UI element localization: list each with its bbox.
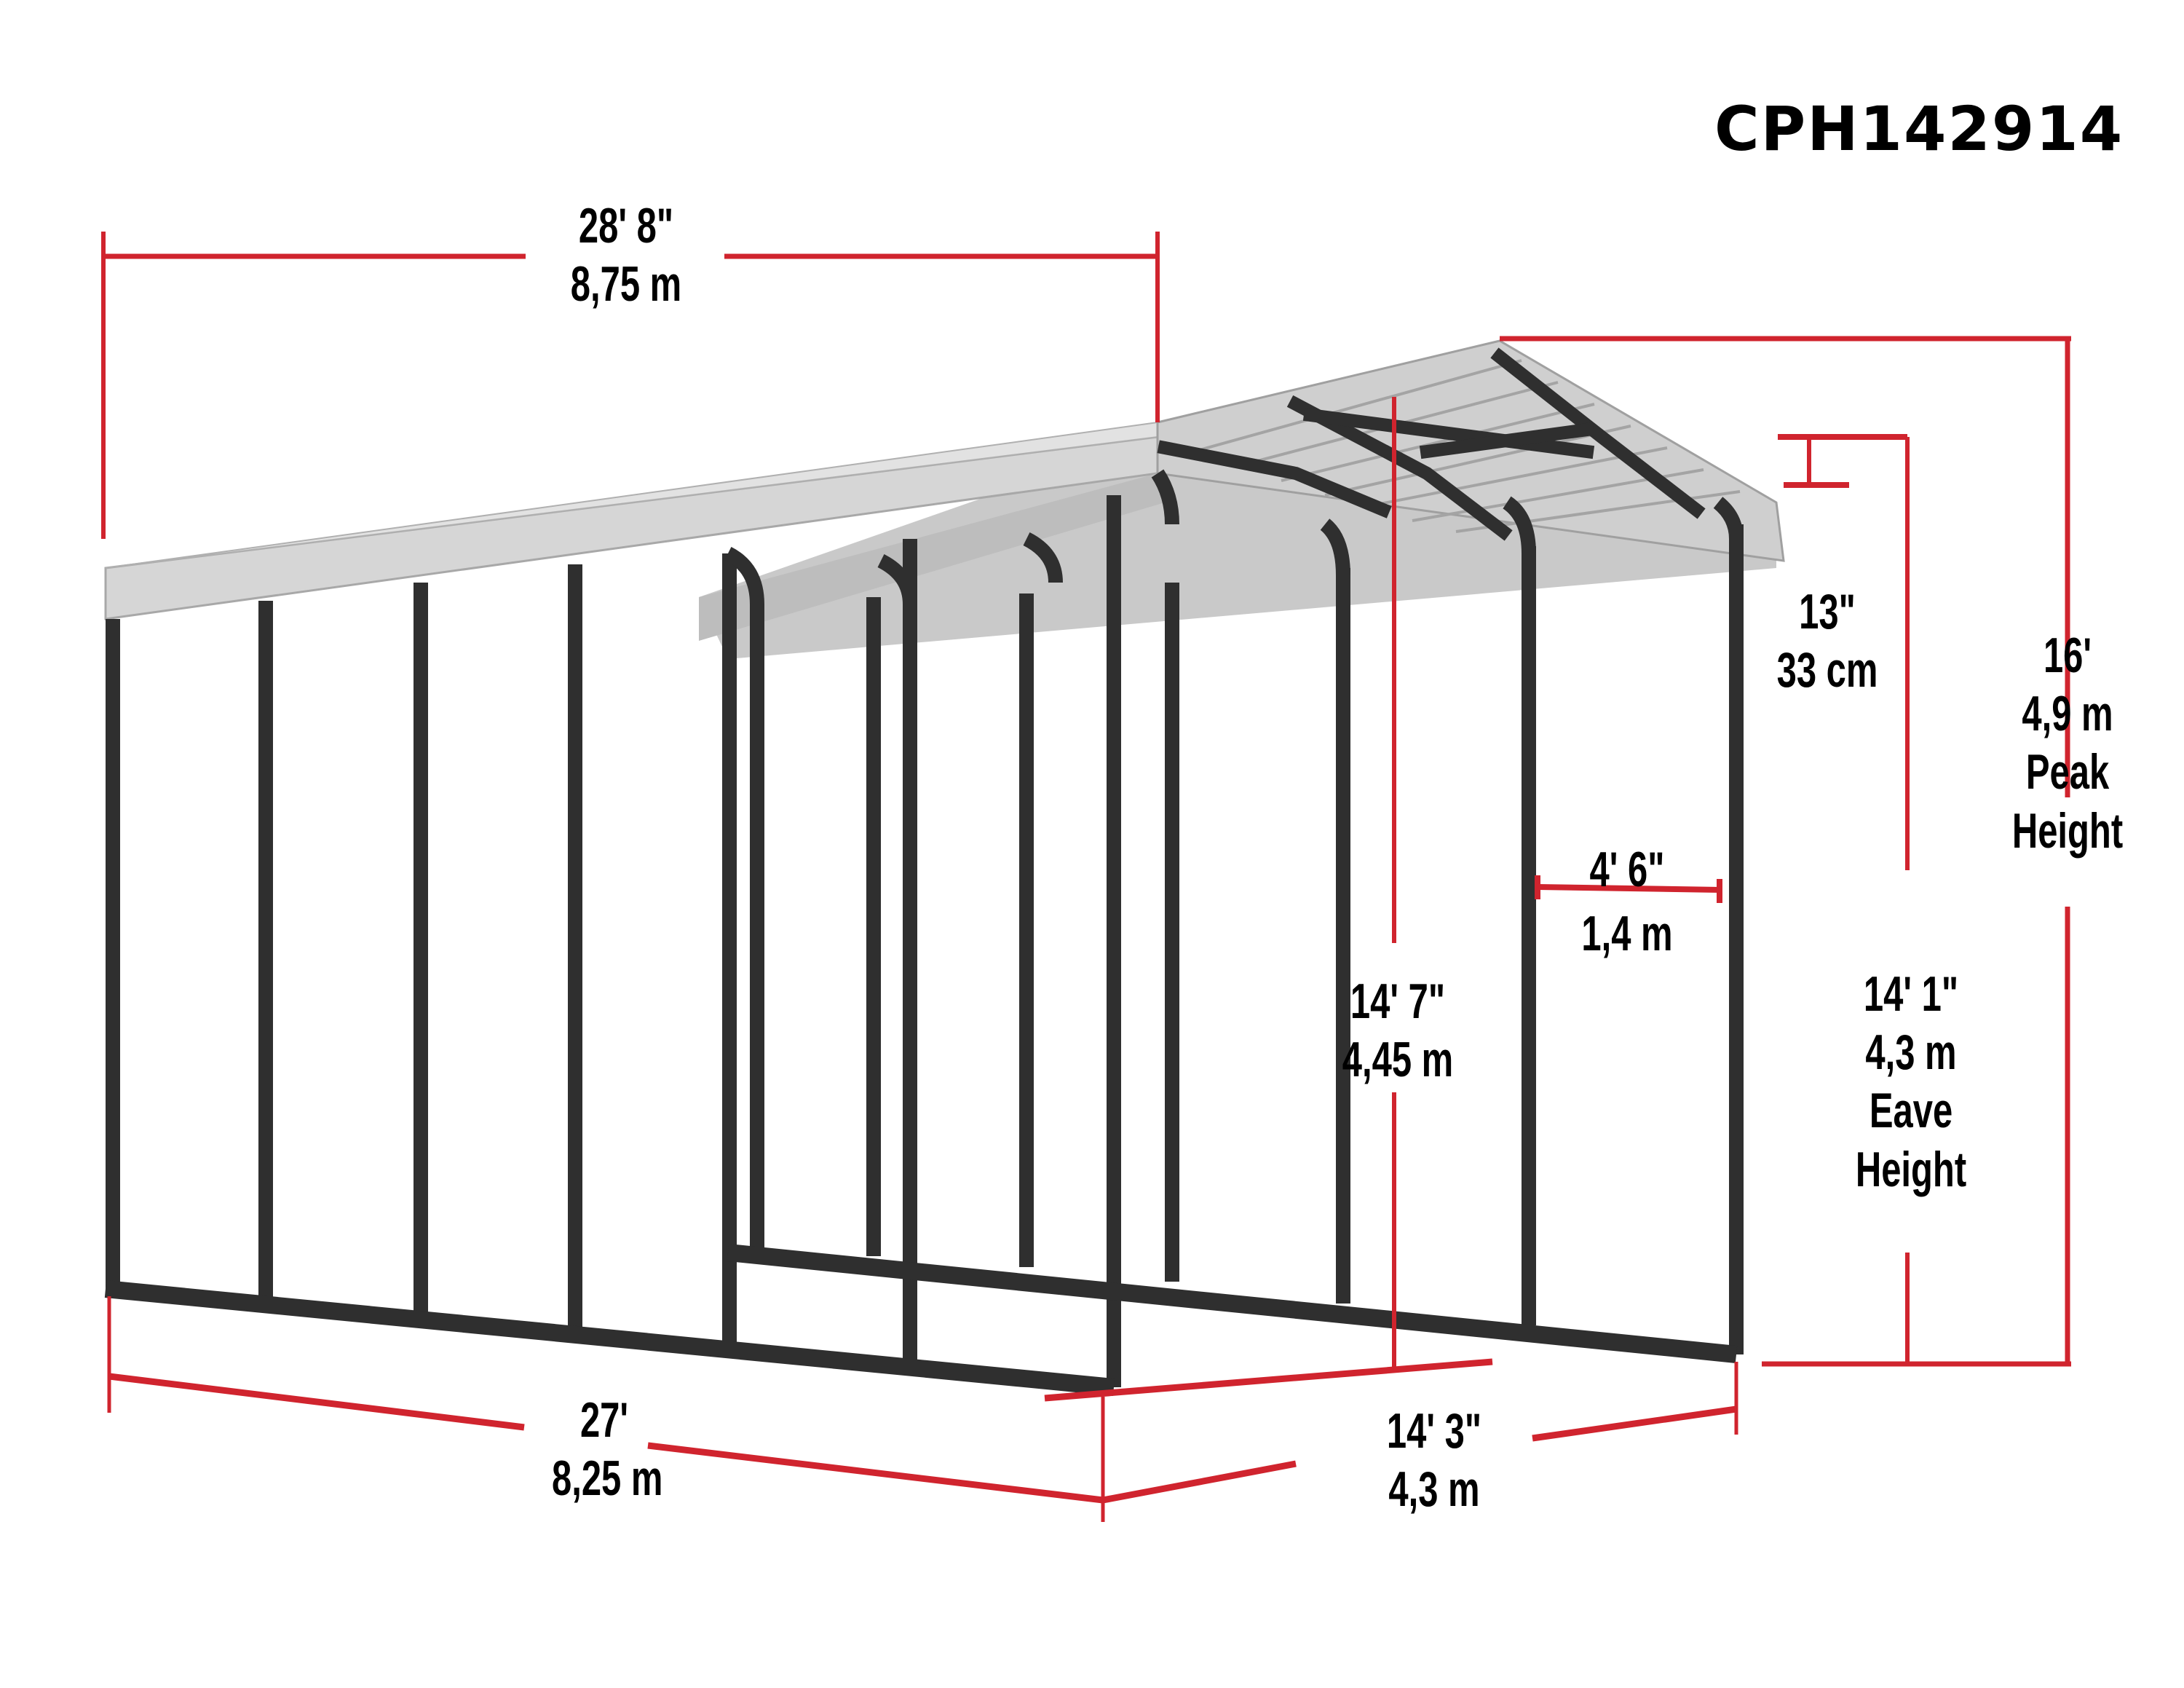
peak-height-imperial: 16' xyxy=(2043,628,2092,683)
center-clearance-imperial: 14' 7" xyxy=(1350,974,1446,1029)
peak-height-label: 16' 4,9 m Peak Height xyxy=(2010,626,2125,860)
center-clearance-label: 14' 7" 4,45 m xyxy=(1335,972,1461,1089)
overhang-imperial: 13" xyxy=(1799,584,1856,639)
frame-legs xyxy=(106,469,1744,1387)
center-clearance-metric: 4,45 m xyxy=(1342,1032,1454,1088)
base-width-label: 14' 3" 4,3 m xyxy=(1382,1402,1487,1518)
roof-length-metric: 8,75 m xyxy=(570,256,682,312)
eave-height-label: 14' 1" 4,3 m Eave Height xyxy=(1851,965,1971,1199)
overhang-metric: 33 cm xyxy=(1776,642,1878,698)
peak-height-caption-2: Height xyxy=(2011,802,2124,859)
eave-height-imperial: 14' 1" xyxy=(1863,966,1959,1022)
leg-spacing-imperial: 4' 6" xyxy=(1589,842,1665,897)
peak-height-metric: 4,9 m xyxy=(2022,686,2113,742)
dimension-lines xyxy=(101,232,2071,1522)
roof-length-imperial: 28' 8" xyxy=(578,198,674,253)
eave-height-metric: 4,3 m xyxy=(1865,1025,1957,1081)
frame-base-rails xyxy=(104,1244,1738,1396)
base-length-metric: 8,25 m xyxy=(552,1451,663,1507)
overhang-label: 13" 33 cm xyxy=(1775,583,1880,699)
base-length-label: 27' 8,25 m xyxy=(552,1391,663,1507)
leg-spacing-metric: 1,4 m xyxy=(1581,906,1673,962)
leg-spacing-label: 4' 6" 1,4 m xyxy=(1572,837,1682,966)
frame-trusses xyxy=(1157,347,1706,541)
eave-height-caption-1: Eave xyxy=(1869,1083,1953,1139)
base-length-imperial: 27' xyxy=(579,1392,629,1448)
roof-length-label: 28' 8" 8,75 m xyxy=(563,197,689,313)
base-width-imperial: 14' 3" xyxy=(1386,1403,1482,1459)
eave-height-caption-2: Height xyxy=(1855,1141,1967,1197)
model-number: CPH142914 xyxy=(1714,93,2124,165)
peak-height-caption-1: Peak xyxy=(2025,744,2110,800)
roof-panels xyxy=(104,339,1785,659)
base-width-metric: 4,3 m xyxy=(1388,1462,1480,1518)
